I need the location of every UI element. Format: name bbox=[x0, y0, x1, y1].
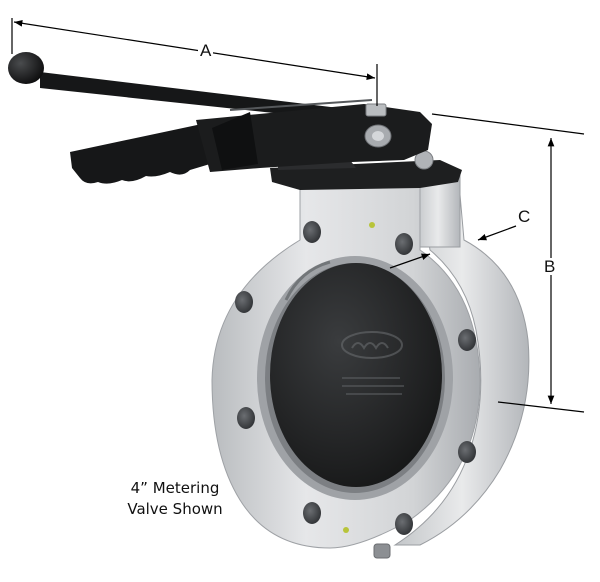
dimension-c-lines bbox=[389, 225, 517, 269]
caption-line-1: 4” Metering bbox=[130, 479, 220, 497]
valve-disc bbox=[270, 260, 442, 487]
caption: 4” Metering Valve Shown bbox=[100, 478, 250, 520]
dimension-c-label: C bbox=[516, 207, 533, 226]
bolt-hole bbox=[458, 441, 476, 463]
valve-body-side bbox=[393, 171, 530, 546]
bolt-hole bbox=[395, 513, 413, 535]
bolt-hole bbox=[303, 502, 321, 524]
dimension-a-lines bbox=[11, 18, 378, 106]
caption-line-2: Valve Shown bbox=[127, 500, 223, 518]
bolt-hole bbox=[237, 407, 255, 429]
bolt-hole bbox=[235, 291, 253, 313]
bolt-hole bbox=[395, 233, 413, 255]
bottom-stem bbox=[373, 543, 391, 559]
brand-logo-emboss bbox=[341, 331, 404, 395]
bolt-holes bbox=[235, 221, 476, 535]
bolt-hole bbox=[458, 329, 476, 351]
dimension-b-label: B bbox=[542, 257, 558, 276]
dimension-a-label: A bbox=[198, 41, 214, 60]
bolt-hole bbox=[303, 221, 321, 243]
